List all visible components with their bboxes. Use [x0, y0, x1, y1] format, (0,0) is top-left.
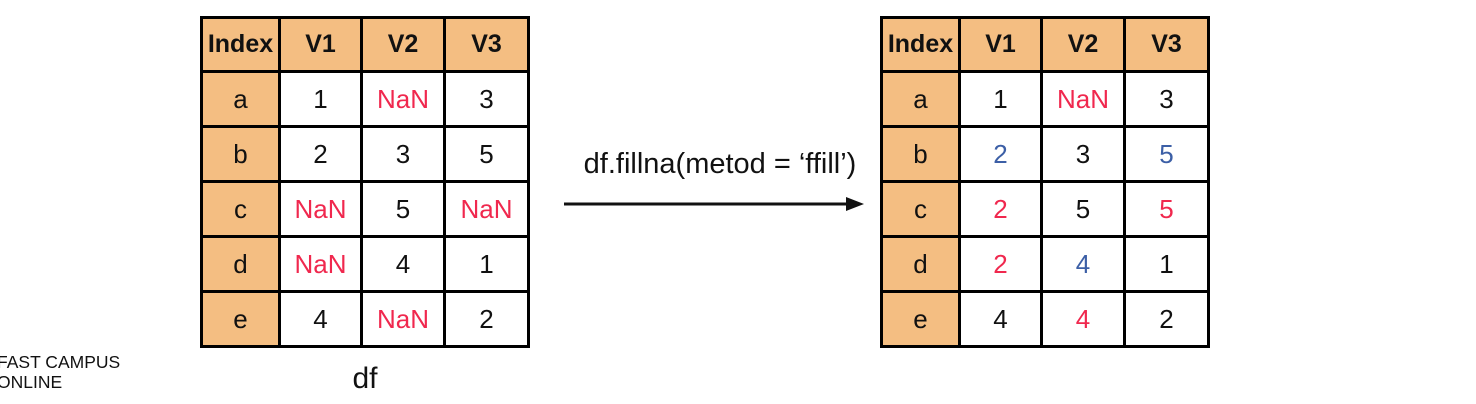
data-cell: 2 [278, 125, 363, 183]
data-cell: NaN [443, 180, 530, 238]
data-cell: 2 [958, 235, 1043, 293]
data-cell: NaN [360, 70, 446, 128]
data-cell: 4 [1040, 290, 1126, 348]
column-header-v2: V2 [360, 16, 446, 73]
row-index-cell: c [880, 180, 961, 238]
row-index-cell: d [880, 235, 961, 293]
column-header-v3: V3 [1123, 16, 1210, 73]
data-cell: 1 [443, 235, 530, 293]
row-index-cell: b [880, 125, 961, 183]
row-index-cell: c [200, 180, 281, 238]
data-cell: NaN [278, 180, 363, 238]
row-index-cell: b [200, 125, 281, 183]
table-row: b 2 3 5 [200, 125, 530, 183]
data-cell: 1 [278, 70, 363, 128]
data-cell: 3 [360, 125, 446, 183]
left-table-label: df [352, 362, 378, 395]
table-header-row: Index V1 V2 V3 [200, 16, 530, 73]
table-row: d NaN 4 1 [200, 235, 530, 293]
data-cell: 4 [360, 235, 446, 293]
data-cell: 5 [1123, 125, 1210, 183]
data-cell: 1 [1123, 235, 1210, 293]
data-cell: 2 [958, 180, 1043, 238]
column-header-v2: V2 [1040, 16, 1126, 73]
right-arrow-icon [564, 197, 864, 211]
column-header-v1: V1 [958, 16, 1043, 73]
column-header-v1: V1 [278, 16, 363, 73]
data-cell: 4 [278, 290, 363, 348]
row-index-cell: a [880, 70, 961, 128]
data-cell: 5 [360, 180, 446, 238]
watermark-line-2: ONLINE [0, 372, 63, 392]
table-row: e 4 4 2 [880, 290, 1210, 348]
data-cell: 2 [958, 125, 1043, 183]
data-cell: 2 [1123, 290, 1210, 348]
data-cell: 3 [1040, 125, 1126, 183]
table-row: b 2 3 5 [880, 125, 1210, 183]
watermark: FAST CAMPUS ONLINE [0, 352, 120, 392]
transform-code-text: df.fillna(metod = ‘ffill’) [583, 148, 857, 180]
table-row: a 1 NaN 3 [200, 70, 530, 128]
data-cell: 4 [1040, 235, 1126, 293]
data-cell: 1 [958, 70, 1043, 128]
table-row: a 1 NaN 3 [880, 70, 1210, 128]
table-row: c NaN 5 NaN [200, 180, 530, 238]
data-cell: NaN [1040, 70, 1126, 128]
row-index-cell: e [880, 290, 961, 348]
column-header-index: Index [200, 16, 281, 73]
column-header-v3: V3 [443, 16, 530, 73]
table-row: c 2 5 5 [880, 180, 1210, 238]
data-cell: 2 [443, 290, 530, 348]
table-header-row: Index V1 V2 V3 [880, 16, 1210, 73]
dataframe-table-before: Index V1 V2 V3 a 1 NaN 3 b 2 3 5 c NaN [200, 16, 530, 348]
data-cell: NaN [360, 290, 446, 348]
column-header-index: Index [880, 16, 961, 73]
row-index-cell: d [200, 235, 281, 293]
table-row: d 2 4 1 [880, 235, 1210, 293]
table-row: e 4 NaN 2 [200, 290, 530, 348]
data-cell: 3 [1123, 70, 1210, 128]
row-index-cell: a [200, 70, 281, 128]
data-cell: 5 [1040, 180, 1126, 238]
watermark-line-1: FAST CAMPUS [0, 352, 121, 372]
data-cell: 5 [1123, 180, 1210, 238]
dataframe-table-after: Index V1 V2 V3 a 1 NaN 3 b 2 3 5 c 2 [880, 16, 1210, 348]
data-cell: NaN [278, 235, 363, 293]
data-cell: 3 [443, 70, 530, 128]
row-index-cell: e [200, 290, 281, 348]
data-cell: 5 [443, 125, 530, 183]
data-cell: 4 [958, 290, 1043, 348]
